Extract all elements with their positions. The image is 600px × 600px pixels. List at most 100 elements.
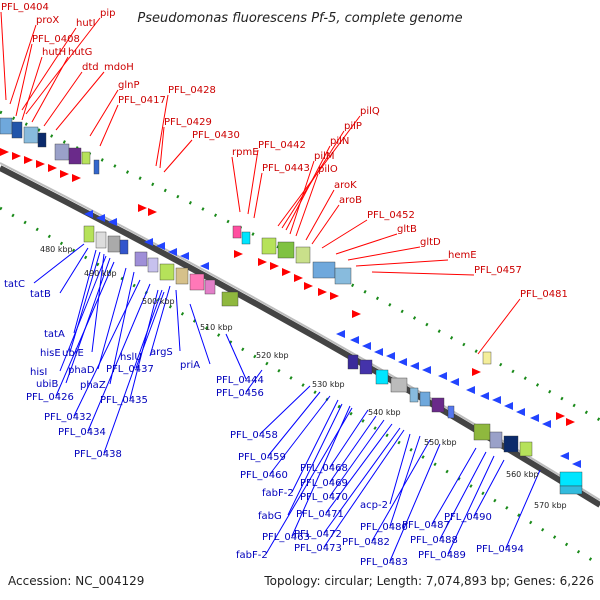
leader-line	[33, 243, 85, 284]
bottom-gene-label: PFL_0444	[216, 375, 264, 386]
gene-arrow	[472, 368, 481, 376]
gene-block	[119, 239, 129, 255]
gene-arrow	[480, 392, 489, 400]
kbp-label: 520 kbp	[256, 351, 289, 360]
bottom-gene-label: ubiB	[36, 379, 58, 390]
gene-arrow	[96, 214, 105, 222]
top-gene-label: PFL_0430	[192, 130, 240, 141]
top-gene-label: mdoH	[104, 62, 134, 73]
bottom-gene-label: PFL_0438	[74, 449, 122, 460]
bottom-gene-label: fabF-2	[262, 488, 294, 499]
gene-arrow	[180, 252, 189, 260]
top-gene-label: hutG	[68, 47, 92, 58]
leader-line	[323, 427, 401, 534]
leader-line	[21, 27, 77, 111]
bottom-gene-label: PFL_0482	[342, 537, 390, 548]
gene-block	[503, 435, 519, 453]
gene-arrow	[36, 160, 45, 168]
gene-block	[519, 441, 533, 457]
gene-arrow	[560, 452, 569, 460]
gene-block	[83, 225, 95, 243]
kbp-label: 530 kbp	[312, 380, 345, 389]
bottom-gene-label: PFL_0487	[402, 520, 450, 531]
leader-line	[325, 423, 393, 514]
leader-line	[43, 71, 83, 127]
gene-arrow	[138, 204, 147, 212]
gene-arrow	[24, 156, 33, 164]
gene-block	[261, 237, 277, 255]
leader-line	[321, 219, 368, 249]
gene-block	[482, 351, 492, 365]
gene-block	[409, 387, 419, 403]
top-gene-label: rpmE	[232, 147, 259, 158]
gene-arrow	[72, 174, 81, 182]
gene-arrow	[504, 402, 513, 410]
gene-block	[559, 471, 583, 487]
top-gene-label: PFL_0428	[168, 85, 216, 96]
top-gene-label: PFL_0417	[118, 95, 166, 106]
bottom-gene-label: PFL_0494	[476, 544, 524, 555]
gene-block	[93, 159, 100, 175]
gene-arrow	[398, 358, 407, 366]
top-gene-label: PFL_0452	[367, 210, 415, 221]
kbp-label: 550 kbp	[424, 438, 457, 447]
gene-arrow	[84, 210, 93, 218]
gene-arrow	[386, 352, 395, 360]
gene-block	[81, 151, 91, 165]
gene-block	[189, 273, 205, 291]
leader-line	[289, 160, 315, 235]
leader-line	[253, 172, 263, 219]
gene-block	[159, 263, 175, 281]
top-gene-label: PFL_0429	[164, 117, 212, 128]
bottom-gene-label: PFL_0470	[300, 492, 348, 503]
accession-text: Accession: NC_004129	[8, 574, 144, 588]
leader-line	[311, 204, 340, 245]
bottom-gene-label: PFL_0483	[360, 557, 408, 568]
gene-block	[447, 405, 455, 419]
gene-arrow	[362, 342, 371, 350]
gene-block	[147, 257, 159, 273]
leader-line	[87, 283, 151, 432]
gene-arrow	[48, 164, 57, 172]
top-gene-label: PFL_0442	[258, 140, 306, 151]
top-gene-label: dtd	[82, 62, 99, 73]
leader-line	[15, 43, 33, 117]
bottom-gene-label: fabG	[258, 511, 282, 522]
bottom-gene-label: PFL_0471	[296, 509, 344, 520]
gene-arrow	[282, 268, 291, 276]
leader-line	[305, 189, 335, 241]
top-gene-label: hemE	[448, 250, 477, 261]
map-title: Pseudomonas fluorescens Pf-5, complete g…	[137, 11, 462, 26]
gene-arrow	[556, 412, 565, 420]
leader-line	[447, 455, 495, 555]
leader-line	[89, 89, 119, 137]
leader-line	[55, 261, 115, 397]
top-gene-label: aroK	[334, 180, 357, 191]
gene-block	[559, 485, 583, 495]
top-gene-label: gltD	[420, 237, 441, 248]
bottom-gene-label: tatA	[44, 329, 65, 340]
top-gene-label: PFL_0457	[474, 265, 522, 276]
bottom-gene-label: phaD	[68, 365, 95, 376]
bottom-gene-label: tatB	[30, 289, 51, 300]
leader-line	[91, 253, 105, 353]
leader-line	[225, 333, 247, 380]
leader-line	[59, 247, 89, 294]
gene-arrow	[450, 378, 459, 386]
leader-line	[135, 291, 165, 369]
kbp-label: 560 kbp	[506, 470, 539, 479]
top-gene-label: pip	[100, 8, 115, 19]
bottom-gene-label: tatC	[4, 279, 25, 290]
top-gene-label: gltB	[397, 224, 417, 235]
gene-block	[295, 246, 311, 264]
gene-arrow	[330, 292, 339, 300]
gene-block	[221, 291, 239, 307]
leader-line	[175, 289, 181, 352]
gene-block	[95, 231, 107, 249]
bottom-gene-label: PFL_0437	[106, 364, 154, 375]
gene-block	[431, 397, 445, 413]
leader-line	[259, 385, 311, 435]
gene-block	[347, 354, 359, 370]
